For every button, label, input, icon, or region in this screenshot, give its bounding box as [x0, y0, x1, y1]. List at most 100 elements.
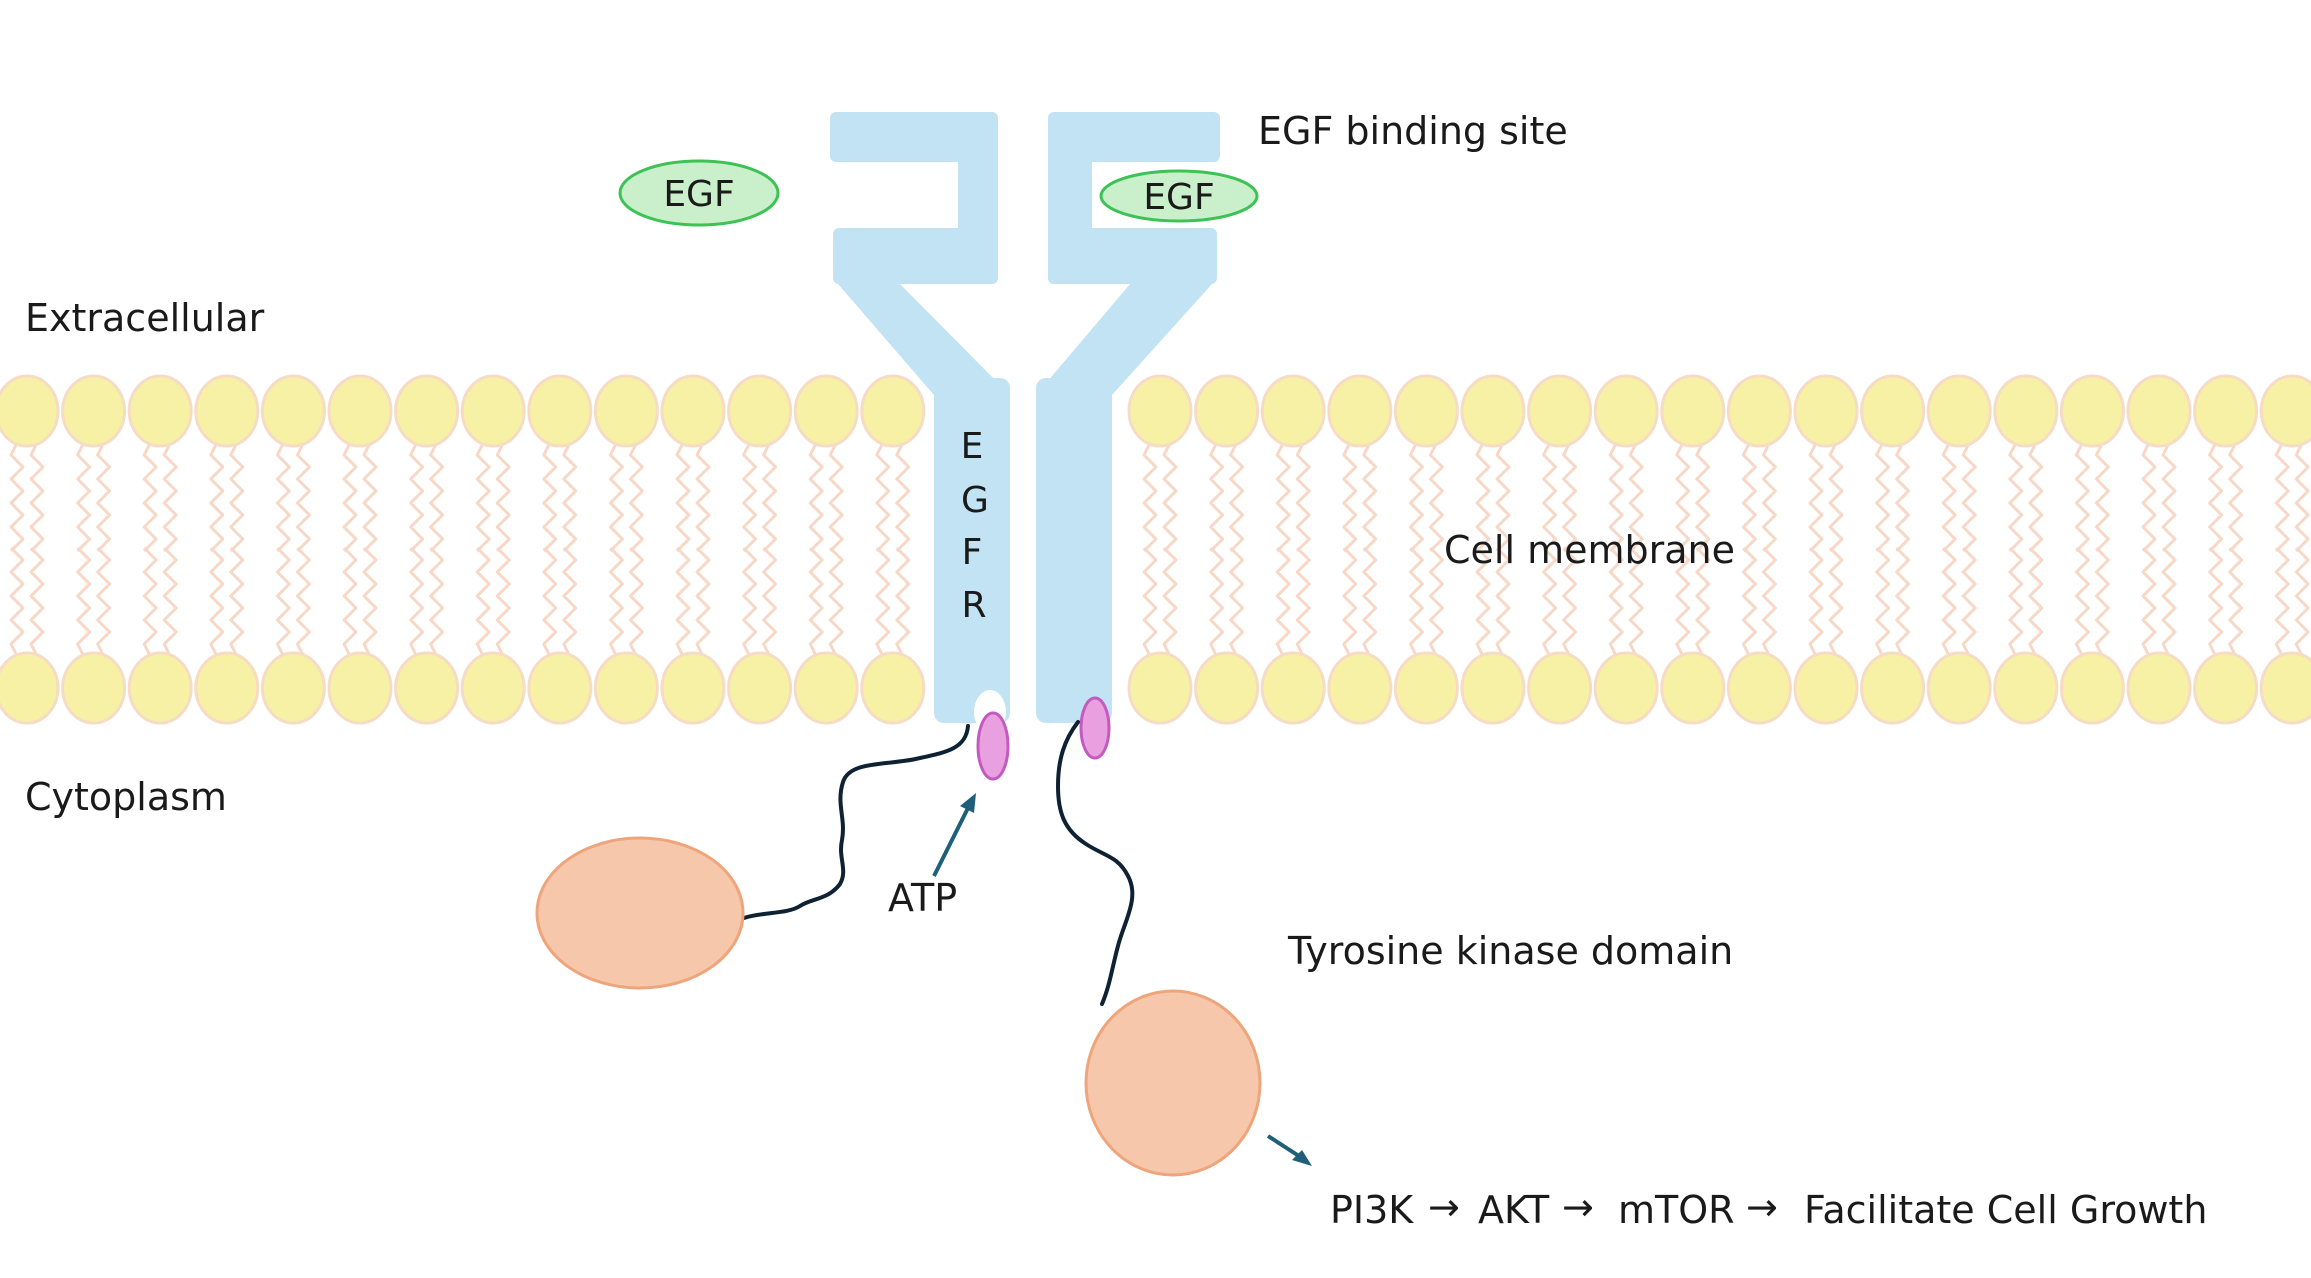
lipid-tail [695, 442, 711, 553]
lipid-head [194, 651, 260, 725]
lipid-tail [209, 546, 225, 657]
lipid-tail [1895, 442, 1911, 553]
lipid-head [327, 374, 393, 448]
pathway-step-cell-growth: Facilitate Cell Growth [1804, 1188, 2207, 1232]
lipid-tail [2294, 546, 2310, 657]
lipid-tail [1209, 442, 1225, 553]
lipid-head [1793, 374, 1859, 448]
lipid-tail [342, 546, 358, 657]
lipid-head [1926, 374, 1992, 448]
lipid-head [2126, 374, 2192, 448]
cell-membrane-label: Cell membrane [1444, 528, 1735, 572]
lipid-tail [2294, 442, 2310, 553]
lipid-tail [542, 546, 558, 657]
lipid-tail [409, 442, 425, 553]
lipid-head [1593, 651, 1659, 725]
lipid-tail [2028, 442, 2044, 553]
lipid-tail [2228, 442, 2244, 553]
cytoplasm-label: Cytoplasm [25, 775, 227, 819]
lipid-tail [1475, 442, 1491, 553]
lipid-head [1260, 374, 1326, 448]
egf-ligand-left: EGF [618, 159, 780, 227]
lipid-head [61, 374, 127, 448]
lipid-head [2259, 651, 2311, 725]
egfr-letter-r: R [961, 585, 986, 626]
lipid-tail [695, 546, 711, 657]
lipid-tail [1408, 442, 1424, 553]
lipid-tail [1275, 546, 1291, 657]
lipid-tail [1142, 442, 1158, 553]
lipid-tail [1875, 442, 1891, 553]
lipid-tail [229, 442, 245, 553]
lipid-head [61, 651, 127, 725]
lipid-tail [875, 442, 891, 553]
lipid-head [0, 374, 60, 448]
lipid-tail [1808, 546, 1824, 657]
lipid-tail [1542, 442, 1558, 553]
lipid-tail [1961, 546, 1977, 657]
lipid-tail [1895, 546, 1911, 657]
lipid-tail [2074, 442, 2090, 553]
pathway-start-arrow-icon [1266, 1134, 1312, 1166]
lipid-tail [1475, 546, 1491, 657]
lipid-tail [1275, 442, 1291, 553]
lipid-tail [29, 546, 45, 657]
lipid-head [127, 374, 193, 448]
egfr-letter-f: F [962, 532, 983, 573]
egfr-letter-e: E [961, 426, 984, 467]
egf-binding-site-label: EGF binding site [1258, 109, 1568, 153]
lipid-tail [2274, 442, 2290, 553]
lipid-tail [1162, 442, 1178, 553]
lipid-tail [142, 442, 158, 553]
lipid-head [1460, 374, 1526, 448]
lipid-tail [76, 546, 92, 657]
lipid-tail [2208, 442, 2224, 553]
lipid-head [1860, 651, 1926, 725]
lipid-tail [96, 546, 112, 657]
lipid-head [260, 651, 326, 725]
lipid-tail [742, 546, 758, 657]
lipid-tail [2161, 546, 2177, 657]
lipid-head [593, 374, 659, 448]
lipid-tail [1495, 442, 1511, 553]
lipid-head [1194, 651, 1260, 725]
lipid-tail [762, 442, 778, 553]
lipid-head [0, 651, 60, 725]
lipid-tail [2074, 546, 2090, 657]
lipid-tail [1428, 546, 1444, 657]
lipid-tail [1695, 546, 1711, 657]
lipid-tail [9, 546, 25, 657]
lipid-tail [29, 442, 45, 553]
lipid-tail [542, 442, 558, 553]
tether-right [1055, 720, 1135, 1006]
lipid-tail [1342, 442, 1358, 553]
lipid-head [1527, 374, 1593, 448]
kinase-domain-left [535, 836, 745, 990]
lipid-tail [2008, 546, 2024, 657]
lipid-tail [562, 442, 578, 553]
lipid-tail [875, 546, 891, 657]
lipid-head [860, 374, 926, 448]
lipid-tail [9, 442, 25, 553]
lipid-tail [429, 442, 445, 553]
egf-right-label: EGF [1143, 177, 1214, 218]
egfr-label: E G F R [961, 426, 989, 626]
lipid-tail [562, 546, 578, 657]
lipid-head [1660, 374, 1726, 448]
egf-left-label: EGF [663, 174, 734, 215]
lipid-tail [608, 442, 624, 553]
right-arrow-icon: → [1428, 1185, 1460, 1229]
lipid-tail [828, 442, 844, 553]
lipid-tail [2094, 442, 2110, 553]
lipid-tail [362, 442, 378, 553]
lipid-tail [1828, 546, 1844, 657]
lipid-tail [2141, 546, 2157, 657]
lipid-tail [295, 546, 311, 657]
lipid-head [593, 651, 659, 725]
lipid-tail [895, 442, 911, 553]
lipid-tail [1229, 442, 1245, 553]
lipid-head [1726, 651, 1792, 725]
lipid-head [2193, 651, 2259, 725]
lipid-tail [475, 546, 491, 657]
atp-label: ATP [888, 876, 957, 920]
